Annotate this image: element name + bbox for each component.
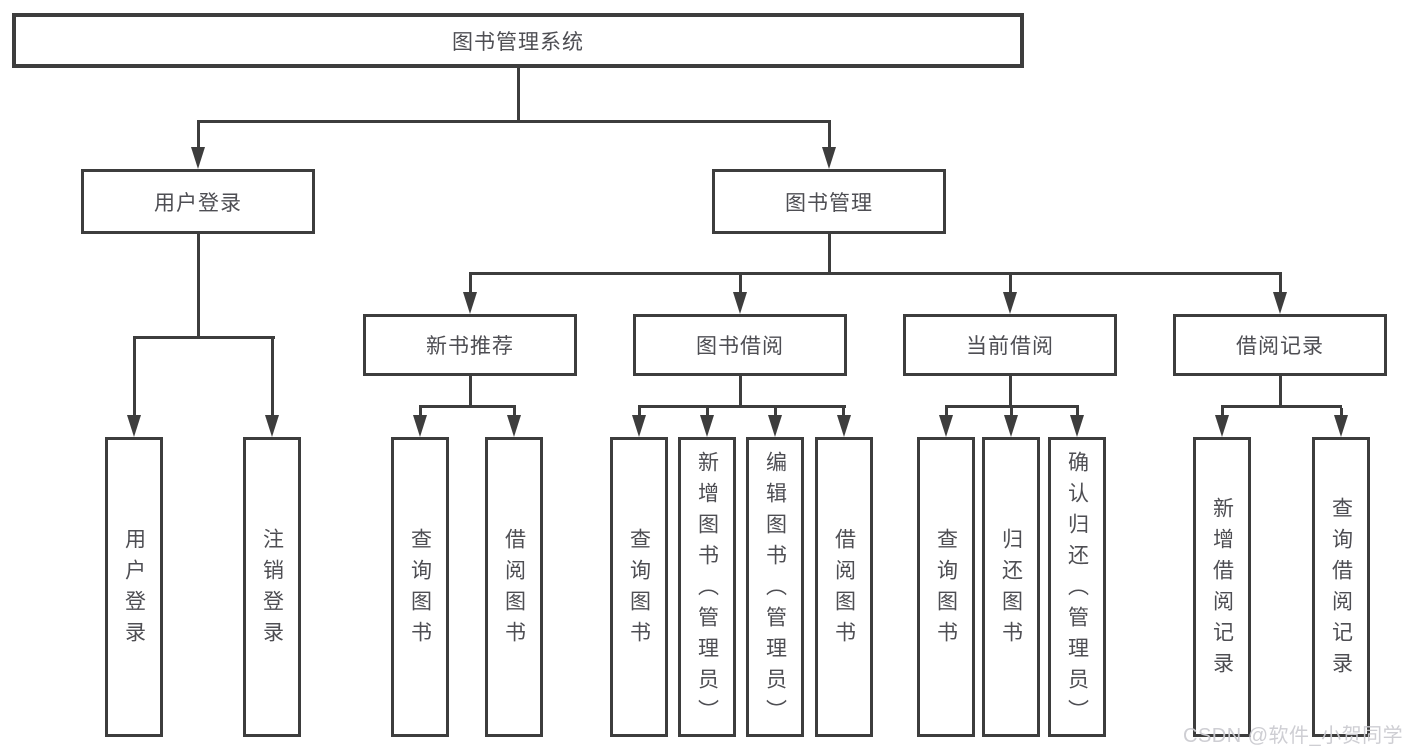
node-book-management: 图书管理 [712, 169, 946, 234]
connector-leaf-stem [706, 408, 709, 417]
leaf-query-books-current: 查询图书 [917, 437, 975, 737]
leaf-query-books-borrowing: 查询图书 [610, 437, 668, 737]
connector-user-login-stem [197, 123, 200, 148]
arrow-down-icon [632, 415, 646, 437]
connector-leaf-stem [419, 408, 422, 417]
connector-trunk [469, 375, 472, 408]
node-current-borrowing: 当前借阅 [903, 314, 1117, 376]
connector-leaf-stem [133, 339, 136, 417]
arrow-down-icon [265, 415, 279, 437]
node-book-borrowing: 图书借阅 [633, 314, 847, 376]
node-user-login: 用户登录 [81, 169, 315, 234]
connector-level3-rail [469, 272, 1282, 275]
arrow-down-icon [127, 415, 141, 437]
arrow-down-icon [1003, 292, 1017, 314]
connector-leaf-stem [271, 339, 274, 417]
connector-rail [419, 405, 516, 408]
connector-level3-stem [1279, 275, 1282, 293]
leaf-add-borrow-record: 新增借阅记录 [1193, 437, 1251, 737]
leaf-query-borrow-record: 查询借阅记录 [1312, 437, 1370, 737]
arrow-down-icon [1215, 415, 1229, 437]
connector-root-stem [517, 68, 520, 120]
arrow-down-icon [733, 292, 747, 314]
connector-trunk [1279, 375, 1282, 408]
connector-level3-stem [469, 275, 472, 293]
connector-leaf-stem [774, 408, 777, 417]
connector-leaf-stem [1221, 408, 1224, 417]
node-library-management-system: 图书管理系统 [12, 13, 1024, 68]
leaf-confirm-return-admin: 确认归还（管理员） [1048, 437, 1106, 737]
connector-user-login-trunk [197, 233, 200, 339]
leaf-borrow-books-recommend: 借阅图书 [485, 437, 543, 737]
arrow-down-icon [822, 147, 836, 169]
leaf-user-login: 用户登录 [105, 437, 163, 737]
connector-level3-stem [1009, 275, 1012, 293]
watermark: CSDN @软件_小贺同学 [1183, 725, 1404, 747]
connector-leaf-stem [945, 408, 948, 417]
connector-leaf-stem [1010, 408, 1013, 417]
node-borrowing-records: 借阅记录 [1173, 314, 1387, 376]
connector-book-management-trunk [828, 233, 831, 275]
connector-trunk [739, 375, 742, 408]
leaf-add-book-admin: 新增图书（管理员） [678, 437, 736, 737]
arrow-down-icon [939, 415, 953, 437]
arrow-down-icon [1004, 415, 1018, 437]
connector-rail [945, 405, 1079, 408]
connector-leaf-stem [513, 408, 516, 417]
arrow-down-icon [507, 415, 521, 437]
connector-level3-stem [739, 275, 742, 293]
connector-user-login-rail [133, 336, 275, 339]
leaf-return-books: 归还图书 [982, 437, 1040, 737]
connector-leaf-stem [1076, 408, 1079, 417]
arrow-down-icon [191, 147, 205, 169]
node-new-book-recommendation: 新书推荐 [363, 314, 577, 376]
leaf-edit-book-admin: 编辑图书（管理员） [746, 437, 804, 737]
leaf-borrow-books-borrowing: 借阅图书 [815, 437, 873, 737]
arrow-down-icon [1273, 292, 1287, 314]
leaf-logout: 注销登录 [243, 437, 301, 737]
arrow-down-icon [768, 415, 782, 437]
leaf-query-books-recommend: 查询图书 [391, 437, 449, 737]
connector-leaf-stem [1340, 408, 1343, 417]
connector-level2-rail [197, 120, 831, 123]
arrow-down-icon [463, 292, 477, 314]
arrow-down-icon [837, 415, 851, 437]
connector-book-management-stem [828, 123, 831, 148]
connector-leaf-stem [842, 408, 845, 417]
connector-trunk [1009, 375, 1012, 408]
connector-leaf-stem [638, 408, 641, 417]
arrow-down-icon [1070, 415, 1084, 437]
connector-rail [638, 405, 846, 408]
arrow-down-icon [1334, 415, 1348, 437]
arrow-down-icon [413, 415, 427, 437]
arrow-down-icon [700, 415, 714, 437]
connector-rail [1221, 405, 1342, 408]
